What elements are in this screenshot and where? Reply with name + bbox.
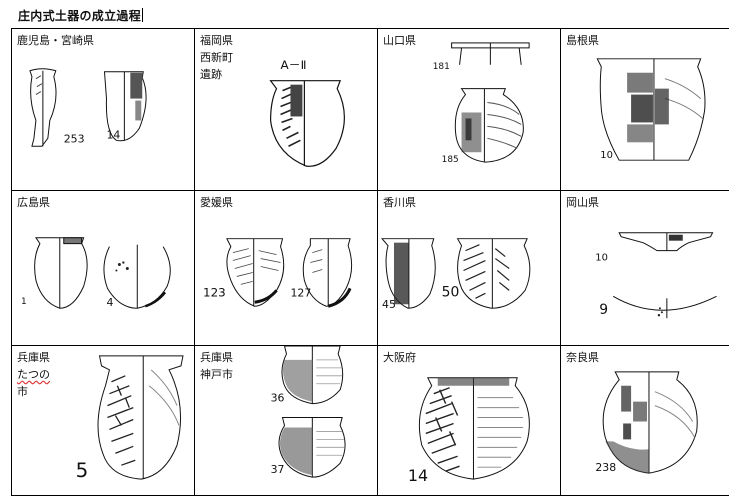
region-city: たつの bbox=[17, 368, 50, 381]
pottery-drawing: 238 bbox=[595, 371, 698, 474]
figure-number: 4 bbox=[106, 296, 113, 309]
cell-kagawa: 香川県 45 50 bbox=[378, 191, 561, 346]
pottery-drawing: 36 37 bbox=[271, 346, 346, 478]
figure-number: 10 bbox=[600, 150, 613, 161]
region-label: 鹿児島・宮崎県 bbox=[17, 34, 94, 47]
cell-osaka: 大阪府 14 bbox=[378, 346, 561, 496]
figure-number: 5 bbox=[76, 459, 89, 482]
region-city-suffix: 市 bbox=[17, 385, 28, 398]
figure-number: 50 bbox=[442, 284, 460, 300]
region-label: 奈良県 bbox=[566, 351, 599, 364]
region-label: 福岡県 西新町 遺跡 bbox=[200, 34, 233, 81]
text-cursor bbox=[142, 8, 144, 22]
region-label: 大阪府 bbox=[383, 351, 416, 364]
region-label: 広島県 bbox=[17, 196, 50, 209]
pottery-drawing: A－Ⅱ bbox=[269, 58, 345, 167]
figure-number: 45 bbox=[382, 298, 396, 311]
figure-number: 10 bbox=[595, 253, 608, 264]
figure-number: 123 bbox=[203, 285, 226, 299]
cell-hyogo-kobe: 兵庫県 神戸市 36 37 bbox=[195, 346, 378, 496]
cell-okayama: 岡山県 10 9 bbox=[561, 191, 729, 346]
region-label: 島根県 bbox=[566, 34, 599, 47]
pottery-drawing: 10 bbox=[596, 58, 706, 161]
cell-yamaguchi: 山口県 181 185 bbox=[378, 29, 561, 191]
figure-number: 127 bbox=[290, 286, 311, 299]
region-label: 香川県 bbox=[383, 196, 416, 209]
figure-number: 253 bbox=[64, 132, 85, 145]
region-label: 兵庫県 たつの 市 bbox=[17, 349, 50, 400]
region-label: 兵庫県 神戸市 bbox=[200, 351, 233, 381]
cell-ehime: 愛媛県 123 127 bbox=[195, 191, 378, 346]
title-text: 庄内式土器の成立過程 bbox=[18, 9, 142, 23]
cell-shimane: 島根県 10 bbox=[561, 29, 729, 191]
figure-number: 9 bbox=[599, 302, 608, 318]
cell-kagoshima-miyazaki: 鹿児島・宮崎県 253 14 bbox=[12, 29, 195, 191]
pottery-drawing: 1 4 bbox=[21, 237, 171, 309]
pottery-drawing: 123 127 bbox=[203, 238, 353, 308]
region-label: 岡山県 bbox=[566, 196, 599, 209]
cell-hyogo-tatsuno: 兵庫県 たつの 市 5 bbox=[12, 346, 195, 496]
pottery-drawing: 45 50 bbox=[380, 238, 531, 311]
figure-number: 14 bbox=[106, 128, 120, 141]
figure-number: A－Ⅱ bbox=[281, 58, 307, 72]
figure-number: 1 bbox=[21, 297, 27, 307]
pottery-drawing: 10 9 bbox=[595, 232, 717, 318]
cell-hiroshima: 広島県 1 4 bbox=[12, 191, 195, 346]
pottery-drawing: 181 185 bbox=[433, 42, 530, 165]
figure-number: 14 bbox=[408, 466, 428, 485]
region-label: 山口県 bbox=[383, 34, 416, 47]
figure-number: 185 bbox=[442, 155, 459, 165]
cell-fukuoka: 福岡県 西新町 遺跡 A－Ⅱ bbox=[195, 29, 378, 191]
pottery-drawing: 5 bbox=[76, 355, 184, 482]
figure-number: 37 bbox=[271, 463, 285, 476]
pottery-table: 鹿児島・宮崎県 253 14 福岡県 西新町 遺跡 A－Ⅱ bbox=[11, 28, 729, 496]
cell-nara: 奈良県 238 bbox=[561, 346, 729, 496]
pottery-drawing: 14 bbox=[408, 377, 530, 485]
figure-number: 36 bbox=[271, 392, 285, 405]
document-title[interactable]: 庄内式土器の成立過程 bbox=[18, 7, 144, 24]
figure-number: 238 bbox=[595, 461, 616, 474]
region-label: 愛媛県 bbox=[200, 196, 233, 209]
pottery-drawing: 253 14 bbox=[29, 68, 147, 147]
region-prefecture: 兵庫県 bbox=[17, 351, 50, 364]
figure-number: 181 bbox=[433, 62, 450, 72]
